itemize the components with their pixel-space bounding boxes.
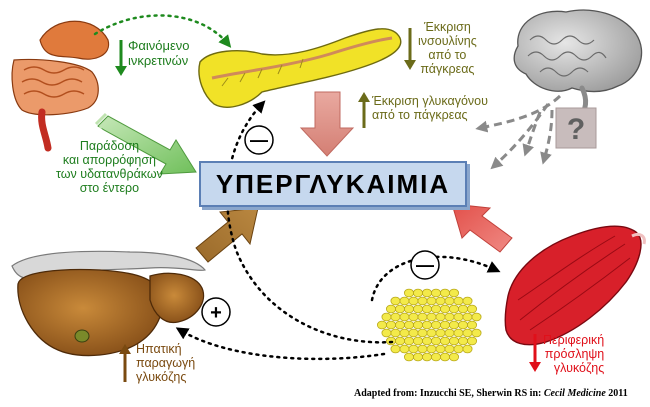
unknown-mechanism-box — [555, 107, 597, 149]
svg-text:—: — — [416, 255, 434, 275]
pancreas-icon — [198, 28, 402, 108]
muscle-down-arrow — [529, 334, 541, 372]
liver-label: Ηπατική παραγωγή γλυκόζης — [136, 342, 196, 384]
intestine-icon — [11, 20, 110, 152]
pancreas-to-hyperglycemia-arrow — [299, 91, 355, 157]
insulin-down-arrow — [404, 28, 416, 70]
incretin-label: Φαινόμενο ινκρετινών — [128, 38, 190, 68]
muscle-icon — [504, 225, 646, 346]
muscle-label: Περιφερική πρόσληψη γλυκόζης — [543, 333, 605, 375]
fat-tissue-icon — [376, 288, 482, 362]
incretin-down-arrow — [115, 40, 127, 76]
minus-sign-pancreas: — — [244, 125, 274, 155]
glucagon-label: Έκκριση γλυκαγόνου από το πάγκρεας — [372, 94, 488, 122]
hyperglycemia-box: ΥΠΕΡΓΛΥΚΑΙΜΙΑ — [199, 161, 467, 207]
plus-sign-liver: + — [201, 297, 231, 327]
liver-to-hyperglycemia-arrow — [195, 207, 259, 263]
unknown-mechanism-mark: ? — [567, 113, 585, 146]
fat-to-liver-dotted-arrow — [175, 327, 386, 361]
svg-text:+: + — [210, 302, 222, 324]
hyperglycemia-to-muscle-arrow — [451, 203, 513, 253]
gut-to-hyperglycemia-arrow — [97, 115, 197, 175]
insulin-label: Έκκριση ινσουλίνης από το πάγκρεας — [418, 20, 477, 76]
hyperglycemia-title: ΥΠΕΡΓΛΥΚΑΙΜΙΑ — [215, 168, 451, 199]
gut-label: Παράδοση και απορρόφηση των υδατανθράκων… — [56, 139, 163, 195]
svg-text:—: — — [250, 130, 268, 150]
liver-up-arrow — [119, 344, 131, 382]
minus-sign-muscle: — — [410, 250, 440, 280]
liver-icon — [11, 250, 206, 357]
source-citation: Adapted from: Inzucchi SE, Sherwin RS in… — [354, 388, 628, 399]
gut-band-marks — [94, 112, 112, 130]
incretin-effect-arrow — [93, 14, 232, 48]
brain-gray-arrows — [475, 94, 562, 170]
glucagon-up-arrow — [358, 92, 370, 128]
brain-icon — [513, 9, 643, 119]
